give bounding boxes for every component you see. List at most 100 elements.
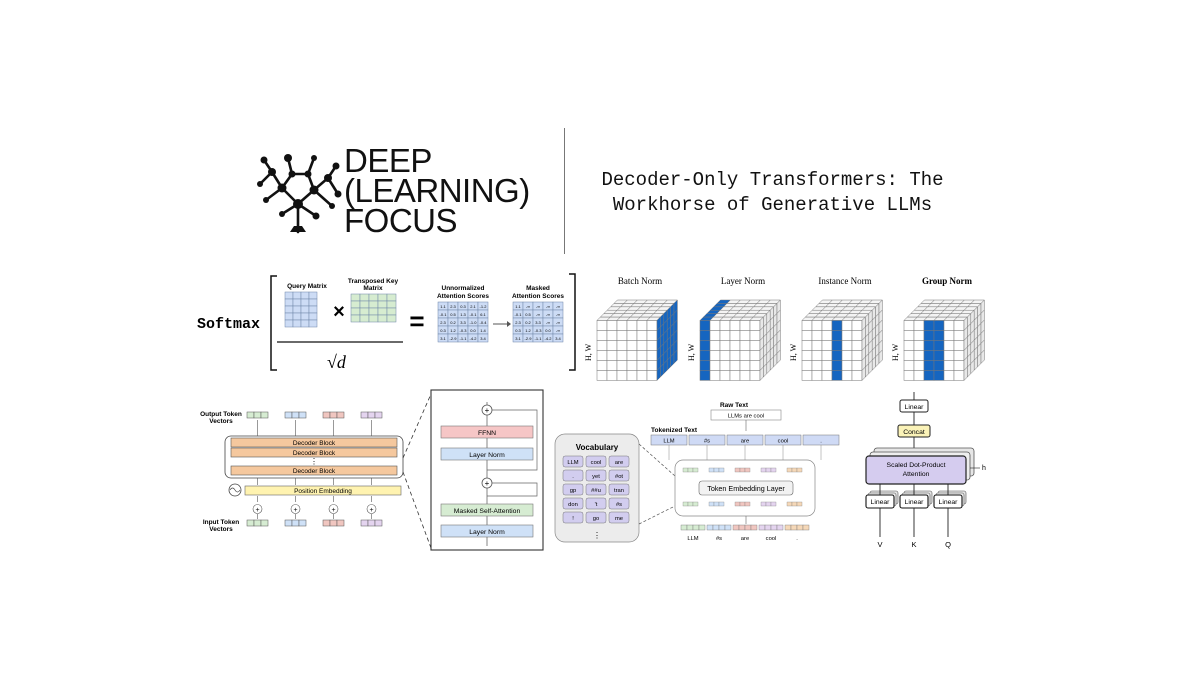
cube-front-cell [841,330,853,341]
layer-norm-bottom-label: Layer Norm [469,529,505,536]
score-value: -2.9 [450,336,458,341]
matrix-cell [368,293,379,302]
cube-front-cell [729,360,741,371]
vocab-token-text: #ot [615,474,623,480]
cube-front-cell [636,330,648,341]
embedding-vector-cell [692,467,699,473]
cube-front-cell [851,370,863,381]
unnormalized-label-1: Unnormalized [442,285,485,292]
token-text: #s [704,439,710,445]
score-value: -4.2 [470,336,478,341]
output-embedding-cell [770,524,778,531]
score-value: -0.3 [460,328,468,333]
score-value: 1.1 [440,304,446,309]
matrix-cell [368,314,379,323]
input-vector-cell [284,519,293,527]
cube-front-cell [943,330,955,341]
vocabulary-dots: ⋮ [593,531,601,540]
sdpa-box [865,455,967,485]
cube-front-cell [943,320,955,331]
cube-front-cell [831,350,843,361]
score-value: -∞ [546,312,550,317]
score-value: -0.4 [480,320,488,325]
cube-front-cell [933,320,945,331]
norm-title-group: Group Norm [922,276,973,286]
matrix-cell [377,293,388,302]
svg-text:+: + [485,479,490,488]
cube-front-cell [606,330,618,341]
output-token-label-2: Vectors [209,418,233,425]
embedding-vector-cell [796,501,803,507]
output-vector-cell [298,411,307,419]
cube-front-cell [933,370,945,381]
score-value: -2.9 [525,336,533,341]
matrix-cell [386,314,397,323]
cube-front-cell [903,350,915,361]
embedding-vector-cell [786,467,793,473]
cube-front-cell [636,370,648,381]
cube-front-cell [953,330,965,341]
cube-front-cell [933,360,945,371]
matrix-cell [386,293,397,302]
linear-label: Linear [871,499,891,506]
title-line-1: Decoder-Only Transformers: The [601,169,944,191]
vocab-token-text: tran [614,488,624,494]
masked-attention-box [440,503,534,517]
cube-front-cell [596,360,608,371]
score-value: -∞ [546,304,550,309]
vocab-token-cell [585,455,607,468]
score-value: 1.2 [525,328,531,333]
input-vector-cell [246,519,255,527]
vocab-token-cell [562,455,584,468]
cube-front-cell [943,340,955,351]
norm-cube-instance: H, WCN [789,299,884,385]
cube-front-cell [699,350,711,361]
cube-front-cell [729,320,741,331]
input-vector-cell [329,519,338,527]
input-token-label-1: Input Token [203,519,239,526]
score-value: -0.1 [470,312,478,317]
cube-front-cell [821,340,833,351]
plus-sign: + [331,507,335,514]
embedding-vector-cell [692,501,699,507]
sdpa-label-1: Scaled Dot-Product [887,462,946,469]
score-value: -1.0 [470,320,478,325]
cube-front-cell [699,320,711,331]
cube-front-cell [831,340,843,351]
cube-front-cell [606,350,618,361]
plus-sign: + [369,507,373,514]
input-vector-cell [260,519,269,527]
equals-sign: = [409,306,424,336]
cube-front-cell [913,370,925,381]
norm-title-batch: Batch Norm [618,276,662,286]
output-token-vectors [246,411,383,419]
cube-front-cell [739,360,751,371]
cube-front-cell [933,340,945,351]
output-token-text: #s [716,536,722,542]
cube-front-cell [851,320,863,331]
output-embedding-cell [750,524,758,531]
cube-front-cell [626,370,638,381]
matrix-cell [284,291,294,300]
vocab-token-text: ##u [591,488,601,494]
axis-hw-label: H, W [789,343,798,361]
cube-front-cell [626,350,638,361]
embedding-vector-cell [713,501,720,507]
embedding-layer-label: Token Embedding Layer [707,484,785,493]
right-bracket [569,273,576,371]
cube-front-cell [739,370,751,381]
output-vector-cell [329,411,338,419]
cube-front-cell [811,350,823,361]
axis-c-label: C [708,383,713,385]
cube-front-cell [923,320,935,331]
query-matrix-grid [284,291,318,328]
cube-front-cell [953,340,965,351]
layer-norm-top-box [440,447,534,461]
score-value: 0.3 [460,304,466,309]
vocab-token-cell [608,455,630,468]
cube-front-cell [596,340,608,351]
plus-circle-icon [328,504,339,514]
score-value: -1.1 [460,336,468,341]
